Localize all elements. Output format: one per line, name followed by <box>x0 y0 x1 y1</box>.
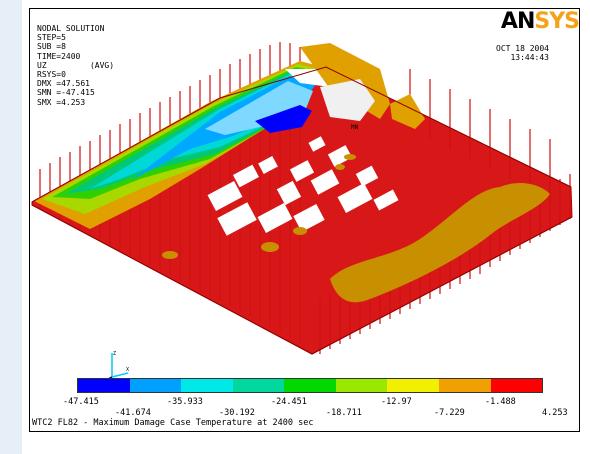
date-stamp: OCT 18 2004 13:44:43 <box>496 44 549 62</box>
info-line: RSYS=0 <box>37 70 66 80</box>
svg-text:MN: MN <box>351 124 359 131</box>
legend-swatch <box>387 379 439 392</box>
info-line: STEP=5 <box>37 33 66 43</box>
contour-plot: MN <box>31 42 573 355</box>
legend-label-top: -35.933 <box>167 397 203 407</box>
time-text: 13:44:43 <box>510 53 549 63</box>
legend-swatch <box>232 379 285 392</box>
info-line: SUB =8 <box>37 42 66 52</box>
graphics-window[interactable]: MN NODAL SOLUTION STEP=5 SUB =8 TIME=240… <box>29 8 580 432</box>
solution-info: NODAL SOLUTION STEP=5 SUB =8 TIME=2400 U… <box>37 24 114 107</box>
legend-label-bottom: -7.229 <box>434 408 465 418</box>
info-line: TIME=2400 <box>37 51 81 61</box>
legend-label-bottom: 4.253 <box>542 408 568 418</box>
legend-label-top: -47.415 <box>63 397 99 407</box>
legend-swatch <box>181 379 233 392</box>
legend-swatch <box>284 379 336 392</box>
triad-x: X <box>126 367 129 373</box>
triad-z: Z <box>113 351 116 357</box>
side-panel <box>0 0 22 454</box>
legend-label-bottom: -41.674 <box>115 408 151 418</box>
info-line: UZ (AVG) <box>37 60 115 70</box>
ansys-logo: ANSYS <box>500 9 579 34</box>
legend-colorbar <box>77 378 543 393</box>
legend-label-top: -1.488 <box>485 397 516 407</box>
legend-swatch <box>129 379 182 392</box>
info-line: SMX =4.253 <box>37 97 86 107</box>
legend-swatch <box>490 379 543 392</box>
legend-swatch <box>78 379 130 392</box>
legend-label-top: -24.451 <box>271 397 307 407</box>
date-text: OCT 18 2004 <box>496 44 549 53</box>
legend-label-top: -12.97 <box>381 397 412 407</box>
info-line: NODAL SOLUTION <box>37 24 105 33</box>
legend-label-bottom: -30.192 <box>219 408 255 418</box>
legend-swatch <box>438 379 491 392</box>
info-line: SMN =-47.415 <box>37 88 95 98</box>
plot-caption: WTC2 FL82 - Maximum Damage Case Temperat… <box>32 418 314 428</box>
info-line: DMX =47.561 <box>37 79 90 89</box>
legend-label-bottom: -18.711 <box>326 408 362 418</box>
legend-swatch <box>335 379 388 392</box>
